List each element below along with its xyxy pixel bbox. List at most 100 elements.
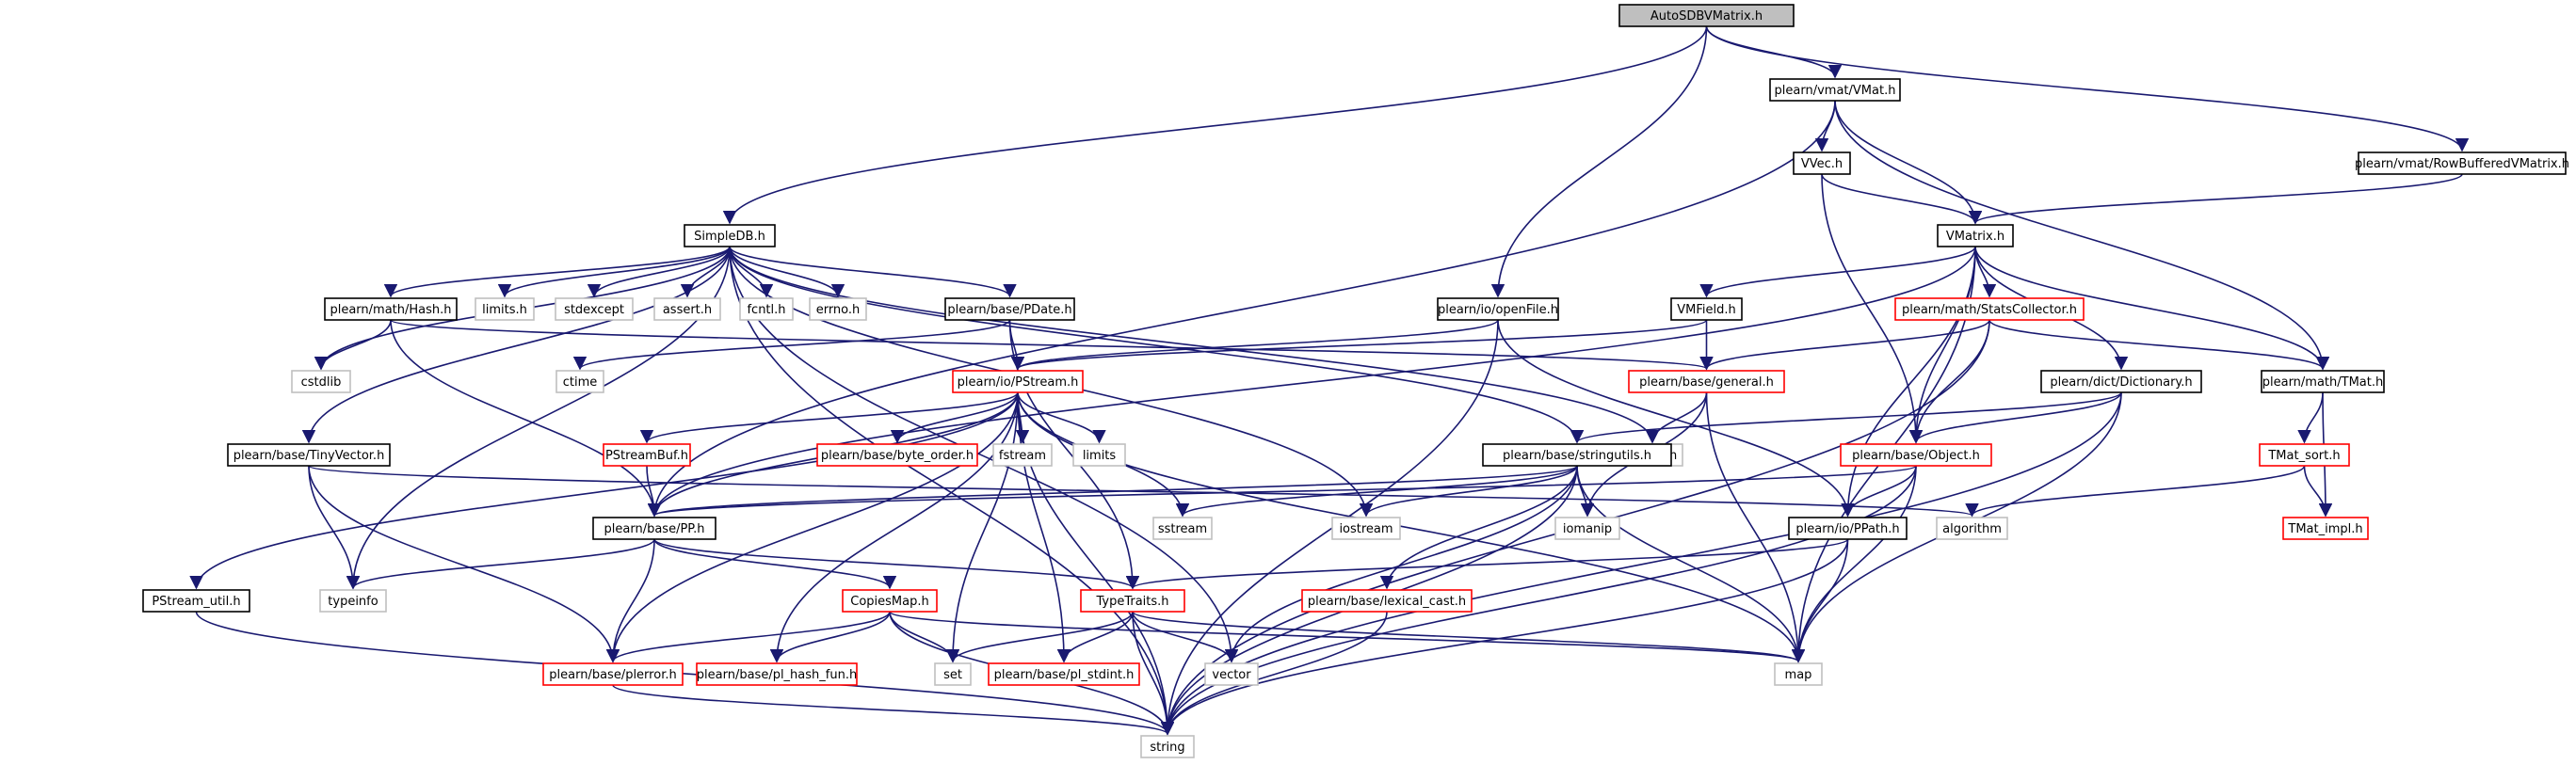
node-iostream: iostream (1331, 517, 1401, 540)
edge-root-to-vmat (1705, 25, 1843, 79)
edge-hash-to-general (390, 319, 1713, 371)
node-box (1204, 662, 1259, 686)
node-label: plearn/base/TinyVector.h (233, 449, 385, 463)
node-label: stdexcept (564, 303, 624, 317)
node-typeinfo: typeinfo (319, 589, 387, 613)
node-label: plearn/io/openFile.h (1438, 303, 1558, 317)
node-vmfield[interactable]: VMField.h (1670, 297, 1743, 321)
node-label: plearn/base/plerror.h (549, 668, 676, 682)
edge-layer (189, 25, 2470, 736)
node-vmatrix[interactable]: VMatrix.h (1937, 224, 2014, 247)
node-tmat[interactable]: plearn/math/TMat.h (2261, 370, 2385, 393)
node-vector: vector (1204, 662, 1259, 686)
node-label: plearn/vmat/RowBufferedVMatrix.h (2355, 157, 2569, 171)
node-box (555, 370, 604, 393)
node-tinyvector[interactable]: plearn/base/TinyVector.h (227, 443, 391, 467)
node-box (475, 297, 535, 321)
edge-vmat-to-pp (647, 100, 1836, 518)
node-ppath[interactable]: plearn/io/PPath.h (1788, 517, 1908, 540)
node-box (1769, 78, 1901, 102)
node-box (1554, 517, 1620, 540)
node-label: VMatrix.h (1946, 230, 2004, 244)
node-box (1152, 517, 1213, 540)
edge-dictionary-to-stringutils (1570, 391, 2122, 444)
node-box (992, 443, 1053, 467)
node-box (653, 297, 721, 321)
edge-rowbuf-to-vmatrix (1969, 173, 2463, 225)
node-lexical-cast[interactable]: plearn/base/lexical_cast.h (1301, 589, 1473, 613)
node-hash[interactable]: plearn/math/Hash.h (324, 297, 458, 321)
edge-vvec-to-object (1821, 173, 1924, 444)
node-general[interactable]: plearn/base/general.h (1628, 370, 1785, 393)
node-label: plearn/base/pl_hash_fun.h (697, 668, 857, 682)
node-vmat[interactable]: plearn/vmat/VMat.h (1769, 78, 1901, 102)
node-label: VMField.h (1677, 303, 1736, 317)
node-label: TMat_impl.h (2287, 522, 2362, 536)
node-pp[interactable]: plearn/base/PP.h (592, 517, 716, 540)
node-box (1788, 517, 1908, 540)
node-label: plearn/dict/Dictionary.h (2050, 375, 2192, 390)
edge-simpledb-to-stdexcept (587, 246, 731, 298)
node-box (2282, 517, 2369, 540)
node-box (842, 589, 938, 613)
node-dictionary[interactable]: plearn/dict/Dictionary.h (2040, 370, 2202, 393)
node-box (555, 297, 634, 321)
node-label: SimpleDB.h (694, 230, 765, 244)
edge-plerror-to-string (612, 684, 1174, 736)
node-plerror[interactable]: plearn/base/plerror.h (542, 662, 684, 686)
node-copiesmap[interactable]: CopiesMap.h (842, 589, 938, 613)
node-box (684, 224, 776, 247)
node-pl-hash-fun[interactable]: plearn/base/pl_hash_fun.h (696, 662, 858, 686)
edge-typetraits-to-set (945, 611, 1134, 663)
node-openfile[interactable]: plearn/io/openFile.h (1437, 297, 1559, 321)
node-box (291, 370, 351, 393)
edge-copiesmap-to-map (889, 611, 1805, 663)
edge-simpledb-to-limits_h (497, 246, 731, 298)
edge-simpledb-to-tinyvector (301, 246, 731, 444)
node-box (809, 297, 867, 321)
node-pl-stdint[interactable]: plearn/base/pl_stdint.h (988, 662, 1140, 686)
node-box (696, 662, 858, 686)
node-byte-order[interactable]: plearn/base/byte_order.h (816, 443, 978, 467)
edge-typetraits-to-pl_stdint (1056, 611, 1134, 663)
node-pstream[interactable]: plearn/io/PStream.h (952, 370, 1084, 393)
edge-vvec-to-vmatrix (1821, 173, 1983, 225)
node-tmat-impl[interactable]: TMat_impl.h (2282, 517, 2369, 540)
node-label: PStreamBuf.h (605, 449, 688, 463)
node-box (227, 443, 391, 467)
edge-pdate-to-ctime (573, 319, 1011, 371)
edge-stringutils-to-map (1576, 465, 1806, 663)
node-pstreambuf[interactable]: PStreamBuf.h (603, 443, 691, 467)
node-stringutils[interactable]: plearn/base/stringutils.h (1482, 443, 1672, 467)
edge-dictionary-to-object (1908, 391, 2122, 444)
node-label: algorithm (1942, 522, 2002, 536)
node-box (1774, 662, 1823, 686)
node-label: plearn/io/PStream.h (958, 375, 1079, 390)
node-label: plearn/base/stringutils.h (1503, 449, 1651, 463)
node-label: assert.h (663, 303, 712, 317)
node-box (1331, 517, 1401, 540)
edge-object-to-string (1160, 465, 1917, 736)
node-object[interactable]: plearn/base/Object.h (1840, 443, 1992, 467)
node-label: plearn/io/PPath.h (1795, 522, 1899, 536)
node-assert: assert.h (653, 297, 721, 321)
node-root[interactable]: AutoSDBVMatrix.h (1618, 4, 1795, 27)
node-statscollector[interactable]: plearn/math/StatsCollector.h (1894, 297, 2085, 321)
edge-ppath-to-typetraits (1126, 538, 1849, 590)
node-typetraits[interactable]: TypeTraits.h (1080, 589, 1185, 613)
node-simpledb[interactable]: SimpleDB.h (684, 224, 776, 247)
node-pdate[interactable]: plearn/base/PDate.h (944, 297, 1075, 321)
node-rowbuf[interactable]: plearn/vmat/RowBufferedVMatrix.h (2355, 151, 2569, 175)
node-box (1618, 4, 1795, 27)
node-limits: limits (1072, 443, 1126, 467)
node-pstream-util[interactable]: PStream_util.h (142, 589, 250, 613)
node-vvec[interactable]: VVec.h (1793, 151, 1851, 175)
node-box (934, 662, 972, 686)
node-label: fstream (999, 449, 1046, 463)
node-box (324, 297, 458, 321)
node-errno: errno.h (809, 297, 867, 321)
edge-simpledb-to-string (729, 246, 1175, 736)
node-box (2040, 370, 2202, 393)
node-tmat-sort[interactable]: TMat_sort.h (2259, 443, 2350, 467)
